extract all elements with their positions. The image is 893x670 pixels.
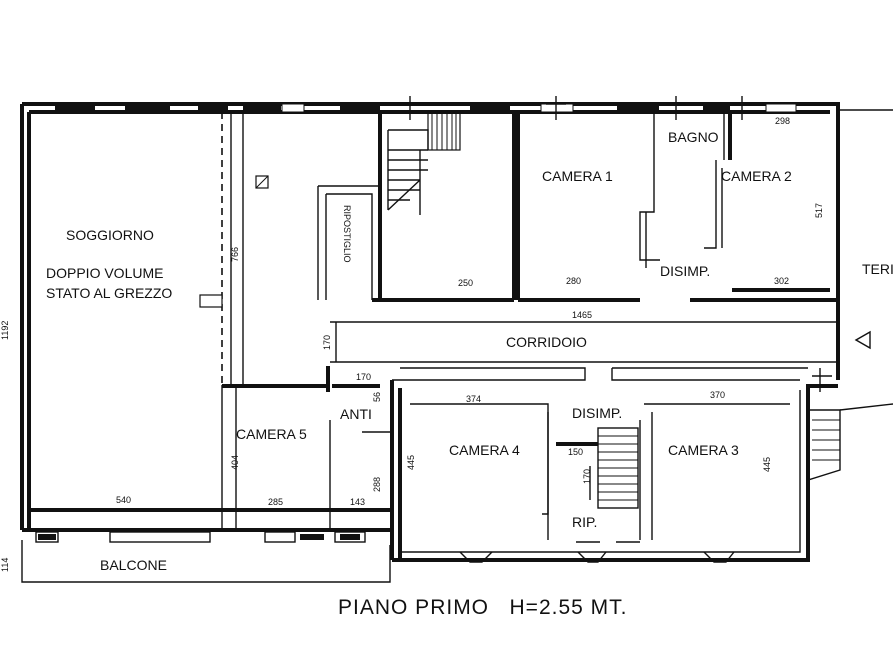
shaft-diagonal-icon xyxy=(255,175,269,189)
dim-280: 280 xyxy=(566,276,581,286)
label-ripostiglio: RIPOSTIGLIO xyxy=(342,205,352,263)
label-disimpegno-top: DISIMP. xyxy=(660,263,710,279)
label-camera-4: CAMERA 4 xyxy=(449,442,520,458)
balcony xyxy=(21,531,391,583)
label-bagno: BAGNO xyxy=(668,129,719,145)
dim-517: 517 xyxy=(814,203,824,218)
downpipe-symbols xyxy=(459,551,735,563)
label-camera-3: CAMERA 3 xyxy=(668,442,739,458)
dimension-labels: 250 280 298 517 302 1465 170 766 170 56 … xyxy=(0,116,824,572)
dim-285: 285 xyxy=(268,497,283,507)
dim-corr-170: 170 xyxy=(322,335,332,350)
dim-540: 540 xyxy=(116,495,131,505)
label-anti: ANTI xyxy=(340,406,372,422)
dim-370: 370 xyxy=(710,390,725,400)
entrance-arrow-icon xyxy=(854,330,871,350)
dim-anti-170: 170 xyxy=(356,372,371,382)
label-terrazzo: TERI xyxy=(862,261,893,277)
dim-250: 250 xyxy=(458,278,473,288)
interior-walls xyxy=(199,110,839,543)
shaft-icon xyxy=(255,175,269,189)
label-corridoio: CORRIDOIO xyxy=(506,334,587,350)
dim-374: 374 xyxy=(466,394,481,404)
dim-cam3-445: 445 xyxy=(762,457,772,472)
dim-288: 288 xyxy=(372,477,382,492)
plan-title: PIANO PRIMO H=2.55 MT. xyxy=(338,596,627,619)
label-camera-2: CAMERA 2 xyxy=(721,168,792,184)
dim-143: 143 xyxy=(350,497,365,507)
label-camera-5: CAMERA 5 xyxy=(236,426,307,442)
label-doppio-volume: DOPPIO VOLUME xyxy=(46,265,163,281)
label-camera-1: CAMERA 1 xyxy=(542,168,613,184)
dim-56: 56 xyxy=(372,392,382,402)
dim-298: 298 xyxy=(775,116,790,126)
label-rip: RIP. xyxy=(572,514,597,530)
room-labels: SOGGIORNO DOPPIO VOLUME STATO AL GREZZO … xyxy=(46,129,893,573)
dim-cam4-445: 445 xyxy=(406,455,416,470)
upper-staircase xyxy=(387,111,461,215)
label-stato-grezzo: STATO AL GREZZO xyxy=(46,285,172,301)
lower-staircase xyxy=(556,427,639,509)
top-windows xyxy=(55,96,797,120)
exterior-stair xyxy=(807,403,893,481)
dim-1465: 1465 xyxy=(572,310,592,320)
dim-114: 114 xyxy=(0,558,10,572)
dim-302: 302 xyxy=(774,276,789,286)
cross-marker-icon xyxy=(812,368,832,392)
dim-stair-170: 170 xyxy=(582,469,592,484)
label-disimpegno-bottom: DISIMP. xyxy=(572,405,622,421)
dim-766: 766 xyxy=(230,247,240,262)
label-soggiorno: SOGGIORNO xyxy=(66,227,154,243)
dim-150: 150 xyxy=(568,447,583,457)
dim-404: 404 xyxy=(230,455,240,470)
dim-1192: 1192 xyxy=(0,321,10,340)
label-balcone: BALCONE xyxy=(100,557,167,573)
